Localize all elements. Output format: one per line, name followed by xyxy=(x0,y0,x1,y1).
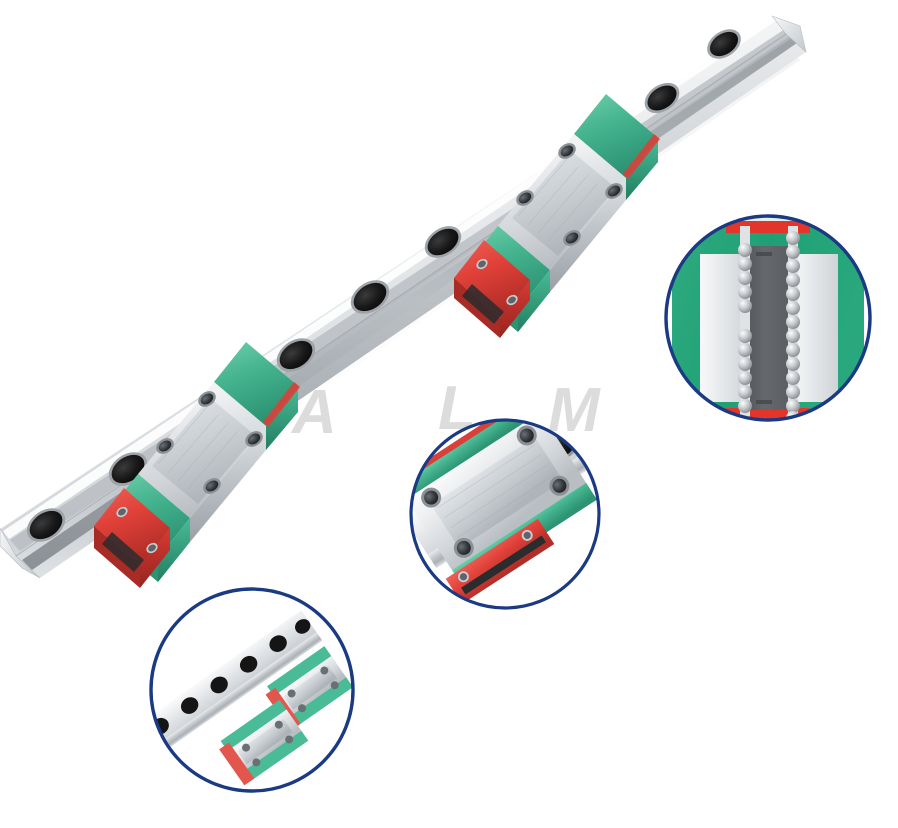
inset-rail-and-blocks xyxy=(149,587,355,793)
carriage-bolt-holes-upper xyxy=(516,143,623,246)
watermark-letter-a: A xyxy=(292,378,337,447)
inset-ball-bearing-raceway xyxy=(664,214,872,422)
inset-carriage-closeup xyxy=(409,418,601,610)
rail-mounting-holes xyxy=(26,29,741,542)
ball-row-left xyxy=(738,243,752,413)
watermark-letter-m: M xyxy=(548,376,600,445)
carriage-block-lower xyxy=(94,342,300,588)
carriage-bolt-holes-lower xyxy=(156,391,263,494)
carriage-block-upper xyxy=(454,94,660,338)
ball-row-right xyxy=(786,231,800,420)
